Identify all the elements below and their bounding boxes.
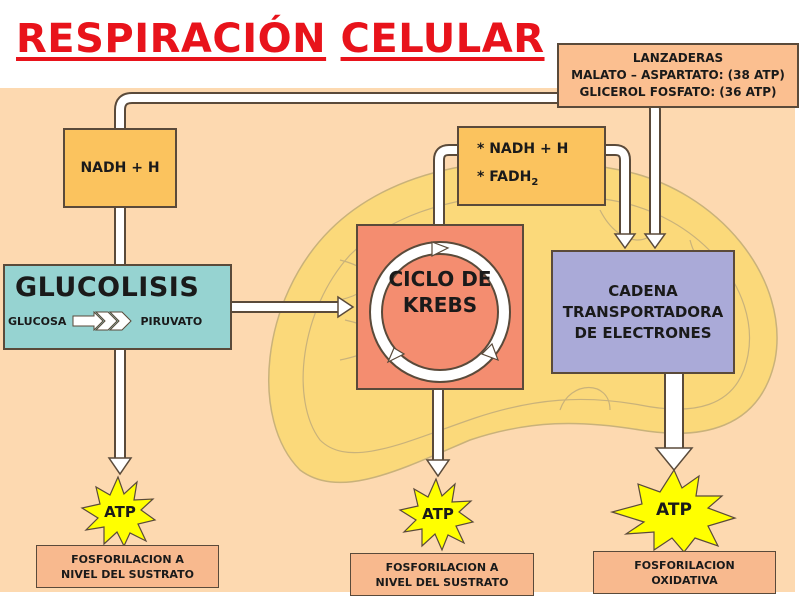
glucolisis-title: GLUCOLISIS <box>15 272 200 303</box>
lanzaderas-line-2: GLICEROL FOSFATO: (36 ATP) <box>579 85 777 99</box>
caption-2-line-2: NIVEL DEL SUSTRATO <box>375 575 509 589</box>
krebs-box: CICLO DE KREBS <box>356 224 524 390</box>
cadena-box: CADENA TRANSPORTADORA DE ELECTRONES <box>551 250 735 374</box>
nadh-glucolisis-label: NADH + H <box>80 160 160 176</box>
caption-box-2: FOSFORILACION A NIVEL DEL SUSTRATO <box>350 553 534 596</box>
arrow-glucolisis-atp <box>107 349 133 476</box>
atp-label-1: ATP <box>104 503 136 521</box>
nadh-krebs-box: * NADH + H * FADH2 <box>457 126 606 206</box>
title-word-1: RESPIRACIÓN <box>16 16 327 62</box>
cadena-line-3: DE ELECTRONES <box>574 323 712 342</box>
cadena-line-2: TRANSPORTADORA <box>562 302 724 321</box>
caption-1-line-1: FOSFORILACION A <box>71 552 184 566</box>
caption-box-3: FOSFORILACION OXIDATIVA <box>593 551 776 594</box>
caption-box-1: FOSFORILACION A NIVEL DEL SUSTRATO <box>36 545 219 588</box>
caption-3-line-2: OXIDATIVA <box>651 573 718 587</box>
arrow-glucolisis-krebs <box>231 295 355 319</box>
arrow-nadh-cadena <box>604 144 637 250</box>
glucolisis-box: GLUCOLISIS GLUCOSA PIRUVATO <box>3 264 232 350</box>
lanzaderas-heading: LANZADERAS <box>632 51 724 65</box>
cycle-arrows-icon <box>369 241 511 383</box>
lanzaderas-line-1: MALATO – ASPARTATO: (38 ATP) <box>571 68 785 82</box>
lanzaderas-box: LANZADERAS MALATO – ASPARTATO: (38 ATP) … <box>557 43 799 108</box>
piruvato-label: PIRUVATO <box>140 314 203 328</box>
arrow-cadena-atp <box>654 373 694 472</box>
fadh-label: * FADH <box>477 169 532 186</box>
pipe-krebs-nadh <box>433 144 459 225</box>
glucosa-label: GLUCOSA <box>8 314 67 328</box>
arrow-krebs-atp <box>425 389 451 478</box>
atp-star-2 <box>398 477 475 552</box>
fadh-subscript: 2 <box>531 176 539 188</box>
atp-label-3: ATP <box>656 500 692 520</box>
title-word-2: CELULAR <box>340 16 545 62</box>
caption-3-line-1: FOSFORILACION <box>634 558 735 572</box>
page-title: RESPIRACIÓN CELULAR <box>16 16 545 62</box>
glucolisis-reaction: GLUCOSA PIRUVATO <box>8 311 202 331</box>
atp-label-2: ATP <box>422 505 454 523</box>
krebs-line-1: CICLO DE <box>388 267 492 291</box>
nadh-krebs-line-1: * NADH + H <box>477 141 569 158</box>
krebs-line-2: KREBS <box>402 293 478 317</box>
triple-arrow-icon <box>72 311 133 331</box>
cadena-line-1: CADENA <box>608 281 678 300</box>
caption-1-line-2: NIVEL DEL SUSTRATO <box>61 567 194 581</box>
nadh-glucolisis-box: NADH + H <box>63 128 177 208</box>
krebs-title: CICLO DE KREBS <box>358 266 522 318</box>
caption-2-line-1: FOSFORILACION A <box>385 560 499 574</box>
nadh-krebs-line-2: * FADH2 <box>477 163 538 197</box>
